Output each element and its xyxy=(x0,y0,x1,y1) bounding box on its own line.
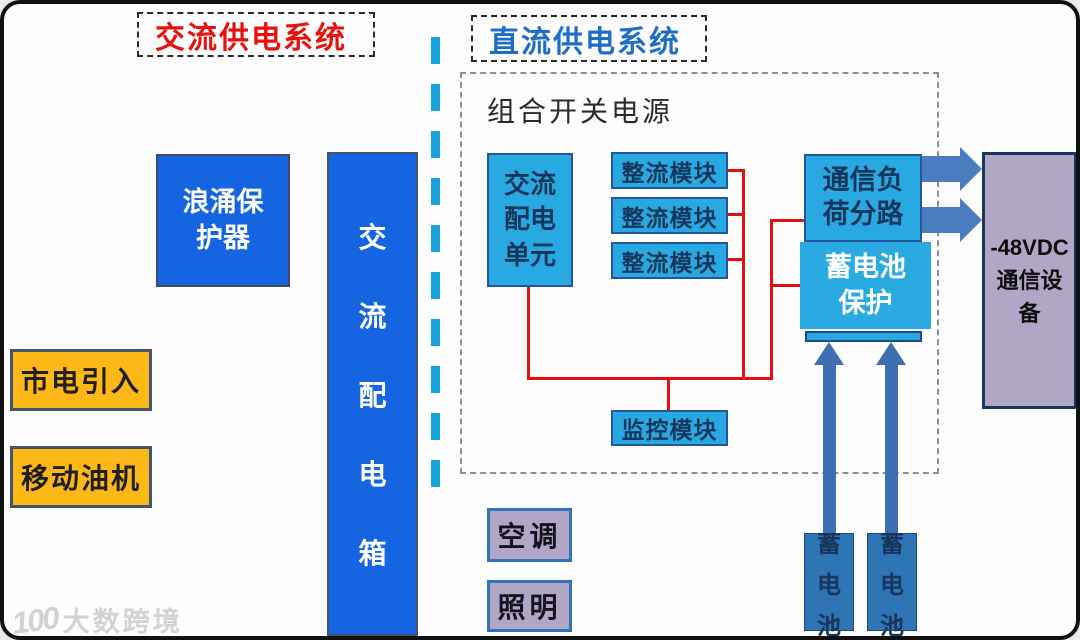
ac-box-char: 流 xyxy=(358,301,387,332)
watermark-logo: 100 xyxy=(9,599,60,640)
wire-monitor-drop xyxy=(667,378,670,411)
mains-input-label: 市电引入 xyxy=(20,366,141,397)
battery-protection-line2: 保护 xyxy=(838,287,893,318)
battery-char: 电 xyxy=(880,571,904,599)
wire-rectifier2-connector xyxy=(727,213,744,216)
lighting-box: 照明 xyxy=(487,580,572,632)
output-arrow1-right-icon xyxy=(960,147,982,191)
battery-char: 电 xyxy=(817,571,841,599)
ac-distribution-box: 交 流 配 电 箱 xyxy=(327,152,418,636)
ac-dist-unit-line3: 单元 xyxy=(503,239,556,270)
air-conditioner-box: 空调 xyxy=(487,508,572,562)
comm-load-box: 通信负 荷分路 xyxy=(804,154,922,242)
wire-load-vertical xyxy=(770,219,773,380)
wire-rectifier-vertical xyxy=(742,169,745,380)
mains-input-box: 市电引入 xyxy=(10,349,152,411)
rectifier-module-label: 整流模块 xyxy=(621,204,718,231)
dc-equipment-voltage: -48VDC xyxy=(990,235,1069,260)
mobile-generator-box: 移动油机 xyxy=(10,446,152,508)
rectifier-module-label: 整流模块 xyxy=(621,159,718,186)
monitor-module-label: 监控模块 xyxy=(621,417,718,443)
battery-protection-bar xyxy=(805,331,922,342)
ac-box-char: 箱 xyxy=(358,538,387,569)
surge-protector-label-line1: 浪涌保 xyxy=(182,187,264,218)
rectifier-module-box: 整流模块 xyxy=(611,242,728,279)
rectifier-module-label: 整流模块 xyxy=(621,249,718,276)
air-conditioner-label: 空调 xyxy=(497,521,562,552)
battery1-arrow-shaft xyxy=(823,362,836,533)
rectifier-module-box: 整流模块 xyxy=(611,197,728,234)
wire-commload-connector xyxy=(770,219,806,222)
ac-dist-unit-line1: 交流 xyxy=(503,169,556,200)
comm-load-line2: 荷分路 xyxy=(822,199,904,229)
output-arrow2-right-icon xyxy=(960,198,982,242)
monitor-module-box: 监控模块 xyxy=(611,410,728,446)
output-arrow1-shaft xyxy=(922,156,962,182)
dc-system-label-box: 直流供电系统 xyxy=(471,15,707,62)
output-arrow2-shaft xyxy=(922,207,962,233)
ac-system-label-box: 交流供电系统 xyxy=(137,12,375,57)
battery2-arrow-shaft xyxy=(885,362,898,533)
battery-char: 池 xyxy=(817,612,841,640)
ac-box-char: 配 xyxy=(358,380,387,411)
watermark: 100 大数跨境 xyxy=(9,599,183,640)
mobile-generator-label: 移动油机 xyxy=(20,463,141,494)
watermark-text: 大数跨境 xyxy=(62,607,183,637)
ac-box-char: 交 xyxy=(358,222,387,253)
wire-rectifier3-connector xyxy=(727,258,744,261)
battery2-up-arrow-icon xyxy=(876,342,906,365)
wire-rectifier1-connector xyxy=(727,169,744,172)
dc-equipment-line2: 通信设 xyxy=(996,268,1063,293)
battery-protection-line1: 蓄电池 xyxy=(825,252,906,283)
ac-dist-unit-line2: 配电 xyxy=(503,204,556,235)
wire-acdu-down xyxy=(527,287,530,379)
wire-bus-horizontal xyxy=(527,377,773,380)
lighting-label: 照明 xyxy=(497,592,562,623)
dc-equipment-box: -48VDC 通信设 备 xyxy=(982,152,1076,409)
switch-power-frame xyxy=(460,72,939,474)
surge-protector-label-line2: 护器 xyxy=(196,222,250,253)
battery1-up-arrow-icon xyxy=(814,342,844,365)
comm-load-line1: 通信负 xyxy=(822,165,904,196)
rectifier-module-box: 整流模块 xyxy=(611,152,728,189)
battery-char: 池 xyxy=(880,612,904,640)
wire-battprot-connector xyxy=(770,284,802,287)
section-divider-line xyxy=(431,37,440,489)
battery-box: 蓄 电 池 xyxy=(867,531,917,636)
battery-char: 蓄 xyxy=(817,530,841,558)
switch-power-title: 组合开关电源 xyxy=(487,96,674,127)
ac-dist-unit-box: 交流 配电 单元 xyxy=(487,153,573,287)
battery-char: 蓄 xyxy=(880,530,904,558)
ac-system-label: 交流供电系统 xyxy=(155,21,347,55)
surge-protector-box: 浪涌保 护器 xyxy=(156,154,290,287)
ac-box-char: 电 xyxy=(358,459,387,490)
dc-equipment-line3: 备 xyxy=(1018,301,1041,326)
dc-system-label: 直流供电系统 xyxy=(489,25,681,59)
battery-box: 蓄 电 池 xyxy=(804,531,854,636)
battery-protection-box: 蓄电池 保护 xyxy=(800,242,931,329)
